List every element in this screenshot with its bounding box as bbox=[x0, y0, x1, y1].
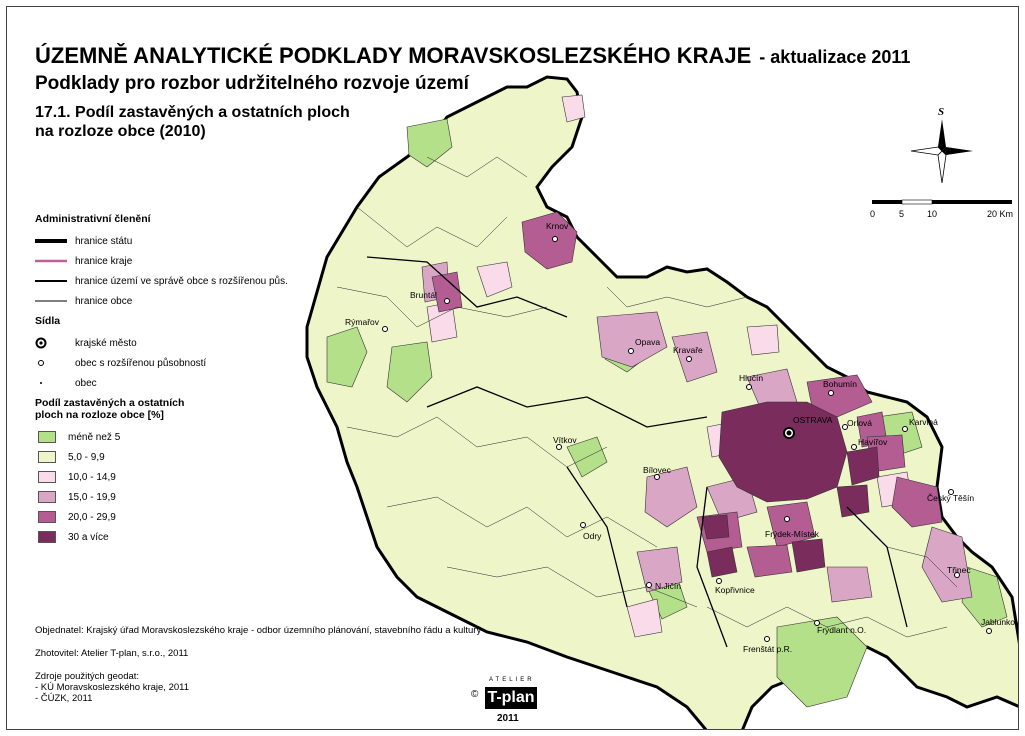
map-title: 17.1. Podíl zastavěných a ostatních ploc… bbox=[35, 103, 435, 141]
legend-swatch bbox=[38, 431, 56, 443]
town-label-kravare: Kravaře bbox=[673, 345, 703, 355]
legend-class-row: méně než 5 bbox=[35, 427, 345, 447]
town-label-frydlant: Frýdlant n.O. bbox=[817, 625, 866, 635]
scale-bar: 0 5 10 20 Km bbox=[869, 197, 1018, 227]
logo-mark: T-plan bbox=[485, 687, 537, 709]
legend-swatch bbox=[38, 491, 56, 503]
logo-copyright: © bbox=[471, 689, 479, 700]
town-label-vitkov: Vítkov bbox=[553, 435, 577, 445]
town-label-bilovec: Bílovec bbox=[643, 465, 672, 475]
town-label-frydek: Frýdek-Místek bbox=[765, 529, 820, 539]
compass-north-label: S bbox=[938, 106, 944, 118]
logo-year: 2011 bbox=[497, 713, 519, 724]
credits-author: Zhotovitel: Atelier T-plan, s.r.o., 2011 bbox=[35, 648, 189, 659]
legend-settlement-heading: Sídla bbox=[35, 315, 61, 327]
logo-atelier: ATELIER bbox=[489, 677, 535, 683]
scale-tick-20: 20 Km bbox=[987, 209, 1013, 219]
legend-swatch bbox=[38, 451, 56, 463]
legend-class-row: 20,0 - 29,9 bbox=[35, 507, 345, 527]
town-label-karvina: Karviná bbox=[909, 417, 938, 427]
compass: S bbox=[907, 105, 977, 185]
legend-swatch bbox=[38, 471, 56, 483]
town-label-trinec: Třinec bbox=[947, 565, 971, 575]
town-label-krnov: Krnov bbox=[546, 221, 569, 231]
legend-row-orp-town: obec s rozšířenou působností bbox=[35, 353, 345, 373]
credits: Objednatel: Krajský úřad Moravskoslezské… bbox=[35, 625, 481, 716]
town-label-hlucin: Hlučín bbox=[739, 373, 763, 383]
choropleth-map: Krnov Bruntál Rýmařov Opava Kravaře Hluč… bbox=[305, 75, 1019, 729]
legend-row-orp-border: hranice území ve správě obce s rozšířeno… bbox=[35, 275, 288, 287]
town-label-koprivnice: Kopřivnice bbox=[715, 585, 755, 595]
page-title: ÚZEMNĚ ANALYTICKÉ PODKLADY MORAVSKOSLEZS… bbox=[35, 43, 910, 69]
municipal-boundaries bbox=[336, 156, 958, 638]
legend-class-row: 30 a více bbox=[35, 527, 345, 547]
town-label-havirov: Havířov bbox=[858, 437, 888, 447]
map-title-line2: na rozloze obce (2010) bbox=[35, 123, 206, 140]
scale-tick-10: 10 bbox=[927, 209, 937, 219]
legend-class-row: 10,0 - 14,9 bbox=[35, 467, 345, 487]
tplan-logo: © ATELIER T-plan 2011 bbox=[471, 677, 551, 729]
orp-boundaries bbox=[366, 256, 908, 648]
town-label-odry: Odry bbox=[583, 531, 602, 541]
class-20-30-areas bbox=[431, 211, 943, 578]
town-label-rymarov: Rýmařov bbox=[345, 317, 380, 327]
town-labels: Krnov Bruntál Rýmařov Opava Kravaře Hluč… bbox=[345, 221, 1019, 654]
legend-row-municipal-border: hranice obce bbox=[35, 295, 133, 307]
town-label-novy-jicin: N.Jičín bbox=[655, 581, 681, 591]
legend-class-row: 5,0 - 9,9 bbox=[35, 447, 345, 467]
town-label-opava: Opava bbox=[635, 337, 660, 347]
legend-class-heading: Podíl zastavěných a ostatních ploch na r… bbox=[35, 397, 185, 421]
scale-bar-graphic: 0 5 10 20 Km bbox=[870, 199, 1013, 219]
legend-row-region-border: hranice kraje bbox=[35, 255, 133, 267]
map-title-line1: 17.1. Podíl zastavěných a ostatních ploc… bbox=[35, 104, 350, 121]
town-label-cesky-tesin: Český Těšín bbox=[927, 493, 974, 503]
north-arrow-icon: S bbox=[910, 106, 973, 184]
title-main: ÚZEMNĚ ANALYTICKÉ PODKLADY MORAVSKOSLEZS… bbox=[35, 43, 752, 68]
legend-swatch bbox=[38, 531, 56, 543]
map-frame: Krnov Bruntál Rýmařov Opava Kravaře Hluč… bbox=[6, 6, 1019, 730]
class-30-plus-areas bbox=[701, 401, 880, 578]
legend: Administrativní členění hranice státu hr… bbox=[35, 209, 345, 547]
title-update: - aktualizace 2011 bbox=[759, 47, 911, 67]
legend-row-state-border: hranice státu bbox=[35, 235, 133, 247]
legend-class-rows: méně než 5 5,0 - 9,9 10,0 - 14,9 15,0 - … bbox=[35, 427, 345, 547]
town-label-orlova: Orlová bbox=[847, 418, 872, 428]
legend-row-regional-city: krajské město bbox=[35, 333, 345, 353]
scale-tick-0: 0 bbox=[870, 209, 875, 219]
town-markers bbox=[382, 236, 992, 642]
town-label-ostrava: OSTRAVA bbox=[793, 415, 833, 425]
town-label-jablunkov: Jablunkov bbox=[981, 617, 1019, 627]
town-label-frenstat: Frenštát p.R. bbox=[743, 644, 792, 654]
legend-admin-heading: Administrativní členění bbox=[35, 213, 151, 225]
credits-sources: Zdroje použitých geodat: - KÚ Moravskosl… bbox=[35, 671, 189, 704]
legend-class-row: 15,0 - 19,9 bbox=[35, 487, 345, 507]
legend-swatch bbox=[38, 511, 56, 523]
scale-tick-5: 5 bbox=[899, 209, 904, 219]
town-label-bohumin: Bohumín bbox=[823, 379, 857, 389]
town-label-bruntal: Bruntál bbox=[410, 290, 437, 300]
page-subtitle: Podklady pro rozbor udržitelného rozvoje… bbox=[35, 73, 469, 94]
credits-client: Objednatel: Krajský úřad Moravskoslezské… bbox=[35, 625, 482, 636]
legend-row-municipality: obec bbox=[35, 373, 345, 393]
